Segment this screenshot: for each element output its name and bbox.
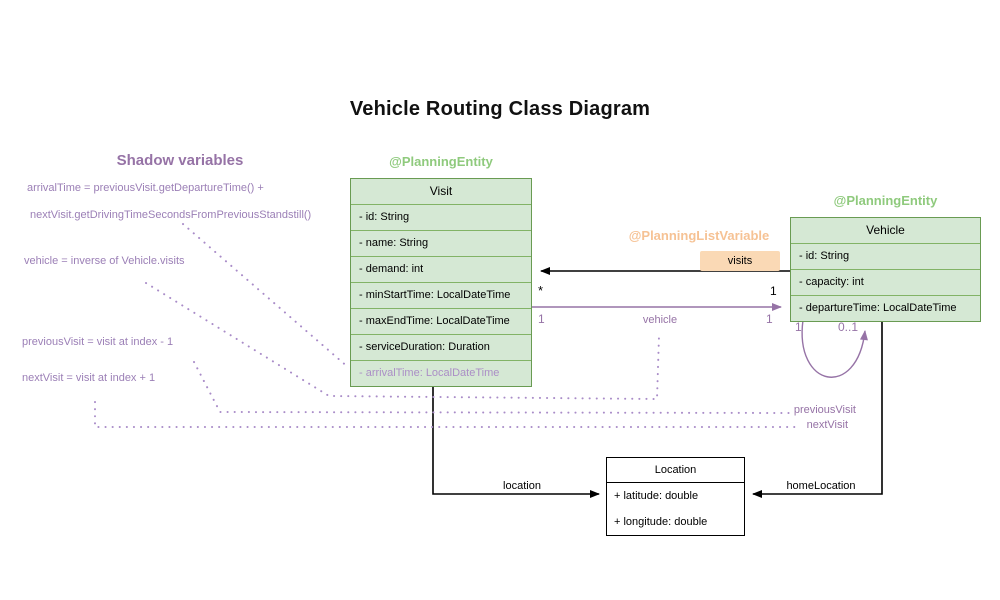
next-visit-label: nextVisit: [806, 419, 848, 431]
visit-class-name: Visit: [429, 184, 453, 198]
visit-planning-entity-annotation: @PlanningEntity: [389, 154, 493, 169]
visits-relation-badge: visits: [700, 251, 780, 271]
self-loop-source-multiplicity: 1: [795, 320, 802, 334]
vehicle-attr-capacity: - capacity: int: [791, 269, 980, 295]
location-class-box: Location + latitude: double + longitude:…: [606, 457, 745, 536]
shadow-formula-arrivaltime-2: nextVisit.getDrivingTimeSecondsFromPrevi…: [30, 209, 312, 221]
page-title: Vehicle Routing Class Diagram: [349, 98, 651, 120]
vehicle-attr-id: - id: String: [791, 243, 980, 269]
planning-list-variable-annotation: @PlanningListVariable: [628, 228, 770, 243]
visits-multiplicity-vehicle-side: 1: [770, 284, 777, 298]
visit-attr-demand: - demand: int: [351, 256, 531, 282]
vehicle-multiplicity-vehicle-side: 1: [766, 312, 773, 326]
visit-attr-name: - name: String: [351, 230, 531, 256]
dotted-link-arrivaltime: [182, 223, 350, 369]
shadow-formula-arrivaltime-1: arrivalTime = previousVisit.getDeparture…: [27, 182, 264, 194]
vehicle-relation-label: vehicle: [642, 314, 678, 326]
visit-class-box: Visit - id: String - name: String - dema…: [350, 178, 532, 387]
visit-attr-minstarttime: - minStartTime: LocalDateTime: [351, 282, 531, 308]
location-relation-label: location: [503, 480, 541, 492]
shadow-variables-heading: Shadow variables: [116, 152, 244, 169]
self-loop-target-multiplicity: 0..1: [838, 320, 859, 334]
vehicle-self-loop-arrow: [801, 319, 868, 378]
shadow-formula-vehicle: vehicle = inverse of Vehicle.visits: [24, 255, 185, 267]
vehicle-multiplicity-visit-side: 1: [538, 312, 545, 326]
location-arrow: [432, 385, 600, 498]
visit-attr-maxendtime: - maxEndTime: LocalDateTime: [351, 308, 531, 334]
dotted-link-previousvisit: [193, 361, 790, 414]
vehicle-planning-entity-annotation: @PlanningEntity: [833, 193, 938, 208]
location-class-name: Location: [607, 458, 744, 483]
location-attr-latitude: + latitude: double: [614, 490, 699, 502]
location-attr-longitude: + longitude: double: [614, 516, 708, 528]
vehicle-class-name: Vehicle: [866, 223, 905, 237]
home-location-relation-label: homeLocation: [786, 480, 856, 492]
visit-attr-serviceduration: - serviceDuration: Duration: [351, 334, 531, 360]
dotted-link-nextvisit: [94, 401, 799, 428]
vehicle-attr-departuretime: - departureTime: LocalDateTime: [791, 295, 980, 321]
visits-multiplicity-visit-side: *: [538, 283, 544, 298]
visit-attr-arrivaltime-shadow: - arrivalTime: LocalDateTime: [351, 360, 531, 386]
shadow-formula-previousvisit: previousVisit = visit at index - 1: [22, 336, 174, 348]
previous-visit-label: previousVisit: [793, 404, 856, 416]
visit-attr-id: - id: String: [351, 204, 531, 230]
vehicle-class-box: Vehicle - id: String - capacity: int - d…: [790, 217, 981, 322]
dotted-link-vehicle: [145, 282, 660, 401]
shadow-formula-nextvisit: nextVisit = visit at index + 1: [22, 372, 156, 384]
home-location-arrow: [752, 320, 883, 498]
